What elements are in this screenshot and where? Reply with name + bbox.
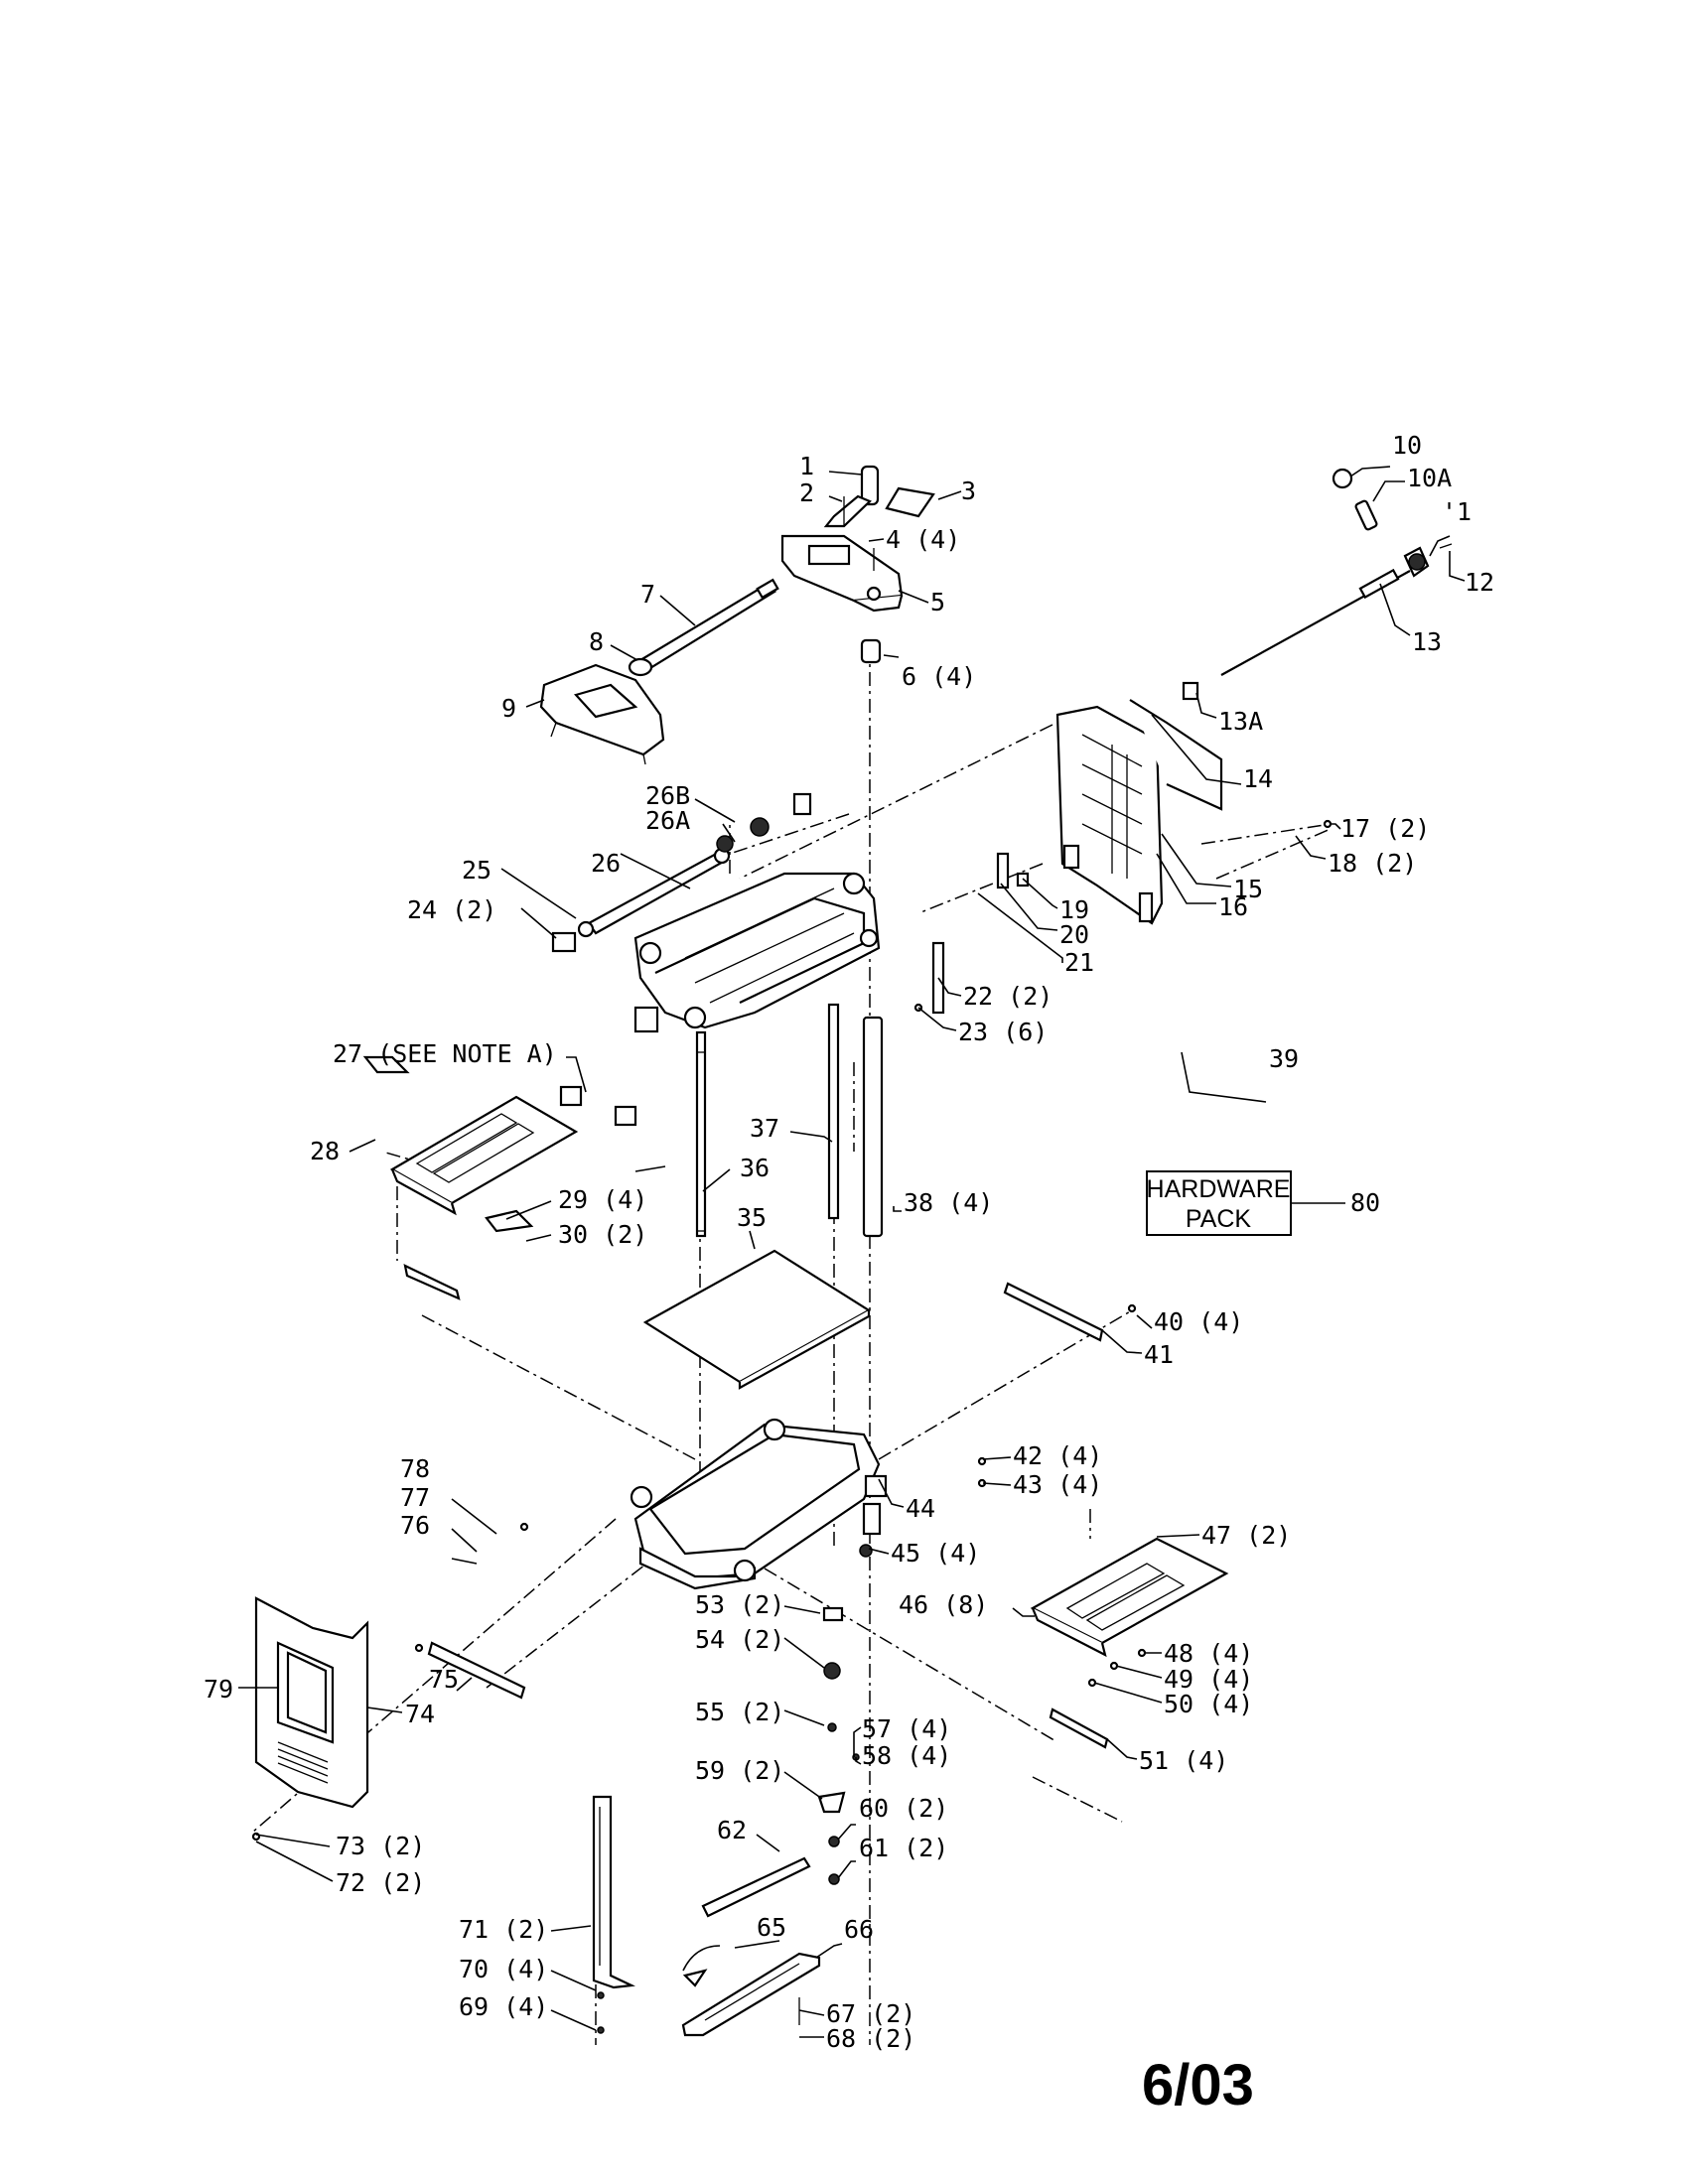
label-8: 8 <box>589 627 604 656</box>
label-80: 80 <box>1350 1188 1380 1217</box>
label-41: 41 <box>1144 1340 1174 1369</box>
label-29: 29 (4) <box>558 1185 647 1214</box>
label-10: 10 <box>1392 431 1422 460</box>
label-37: 37 <box>750 1114 779 1143</box>
label-78: 78 <box>400 1454 430 1483</box>
label-7: 7 <box>640 580 655 609</box>
label-73: 73 (2) <box>336 1832 425 1860</box>
label-47: 47 (2) <box>1201 1521 1291 1550</box>
label-26a: 26A <box>645 806 690 835</box>
label-21: 21 <box>1064 948 1094 977</box>
label-62: 62 <box>717 1816 747 1844</box>
label-59: 59 (2) <box>695 1756 784 1785</box>
label-66: 66 <box>844 1915 874 1944</box>
label-58: 58 (4) <box>862 1741 951 1770</box>
label-22: 22 (2) <box>963 982 1052 1011</box>
hardware-pack-line2: PACK <box>1186 1205 1252 1233</box>
label-1: 1 <box>799 452 814 480</box>
label-51: 51 (4) <box>1139 1746 1228 1775</box>
label-57: 57 (4) <box>862 1714 951 1743</box>
label-16: 16 <box>1218 892 1248 921</box>
label-38: 38 (4) <box>904 1188 993 1217</box>
side-cover-assembly <box>1055 699 1223 925</box>
label-13: 13 <box>1412 627 1442 656</box>
depth-rod-assembly <box>1182 468 1453 701</box>
label-54: 54 (2) <box>695 1625 784 1654</box>
hardware-pack-box: HARDWARE PACK <box>1146 1170 1345 1236</box>
label-15: 15 <box>1233 875 1263 903</box>
label-49: 49 (4) <box>1164 1665 1253 1694</box>
left-shaft-cover-assembly <box>539 578 779 765</box>
label-27: 27 (SEE NOTE A) <box>333 1039 557 1068</box>
label-48: 48 (4) <box>1164 1639 1253 1668</box>
hardware-pack-line1: HARDWARE <box>1147 1175 1291 1203</box>
base-assembly <box>519 1418 987 1590</box>
label-70: 70 (4) <box>459 1955 548 1983</box>
outfeed-table <box>1030 1537 1229 1749</box>
label-18: 18 (2) <box>1328 849 1417 878</box>
label-17: 17 (2) <box>1340 814 1430 843</box>
label-65: 65 <box>757 1913 786 1942</box>
revision-date: 6/03 <box>1142 2053 1254 2117</box>
label-60: 60 (2) <box>859 1794 948 1823</box>
columns <box>695 1003 884 1238</box>
cable <box>682 1945 721 1972</box>
label-10a: 10A <box>1407 464 1452 492</box>
allen-wrench <box>1181 1051 1267 1103</box>
label-40: 40 (4) <box>1154 1307 1243 1336</box>
label-53: 53 (2) <box>695 1590 784 1619</box>
label-74: 74 <box>405 1700 435 1728</box>
infeed-table <box>362 1055 579 1300</box>
label-72: 72 (2) <box>336 1868 425 1897</box>
label-69: 69 (4) <box>459 1992 548 2021</box>
label-3: 3 <box>961 477 976 505</box>
label-2: 2 <box>799 478 814 507</box>
leader-lines <box>238 466 1466 2038</box>
label-26: 26 <box>591 849 621 878</box>
label-19: 19 <box>1059 895 1089 924</box>
bottom-rails <box>681 1856 821 2037</box>
left-panel <box>251 1596 635 2034</box>
label-30: 30 (2) <box>558 1220 647 1249</box>
label-25: 25 <box>462 856 491 885</box>
label-42: 42 (4) <box>1013 1441 1102 1470</box>
cutter-head-assembly <box>551 792 881 1127</box>
label-45: 45 (4) <box>891 1539 980 1568</box>
label-24: 24 (2) <box>407 895 496 924</box>
label-71: 71 (2) <box>459 1915 548 1944</box>
label-39: 39 <box>1269 1044 1299 1073</box>
label-35: 35 <box>737 1203 767 1232</box>
right-rail <box>1003 1282 1137 1342</box>
label-50: 50 (4) <box>1164 1690 1253 1718</box>
label-68: 68 (2) <box>826 2024 915 2053</box>
main-table <box>642 1249 872 1390</box>
label-36: 36 <box>740 1154 770 1182</box>
label-5: 5 <box>930 588 945 616</box>
label-77: 77 <box>400 1483 430 1512</box>
label-28: 28 <box>310 1137 340 1165</box>
label-43: 43 (4) <box>1013 1470 1102 1499</box>
label-4: 4 (4) <box>886 525 960 554</box>
label-55: 55 (2) <box>695 1698 784 1726</box>
label-44: 44 <box>906 1494 935 1523</box>
crank-handle-assembly <box>780 465 935 664</box>
label-12: 12 <box>1465 568 1494 597</box>
label-26b: 26B <box>645 781 690 810</box>
label-46: 46 (8) <box>899 1590 988 1619</box>
label-20: 20 <box>1059 920 1089 949</box>
label-23: 23 (6) <box>958 1018 1048 1046</box>
part-labels: 1 2 3 4 (4) 5 6 (4) 7 8 9 10 10A '1 12 1… <box>204 431 1494 2053</box>
label-11: '1 <box>1442 497 1472 526</box>
label-76: 76 <box>400 1511 430 1540</box>
label-9: 9 <box>501 694 516 723</box>
label-67: 67 (2) <box>826 1999 915 2028</box>
label-6: 6 (4) <box>902 662 976 691</box>
label-79: 79 <box>204 1675 233 1704</box>
label-75: 75 <box>429 1665 459 1694</box>
label-14: 14 <box>1243 764 1273 793</box>
lift-components <box>817 1606 860 1885</box>
label-13a: 13A <box>1218 707 1263 736</box>
label-61: 61 (2) <box>859 1834 948 1862</box>
